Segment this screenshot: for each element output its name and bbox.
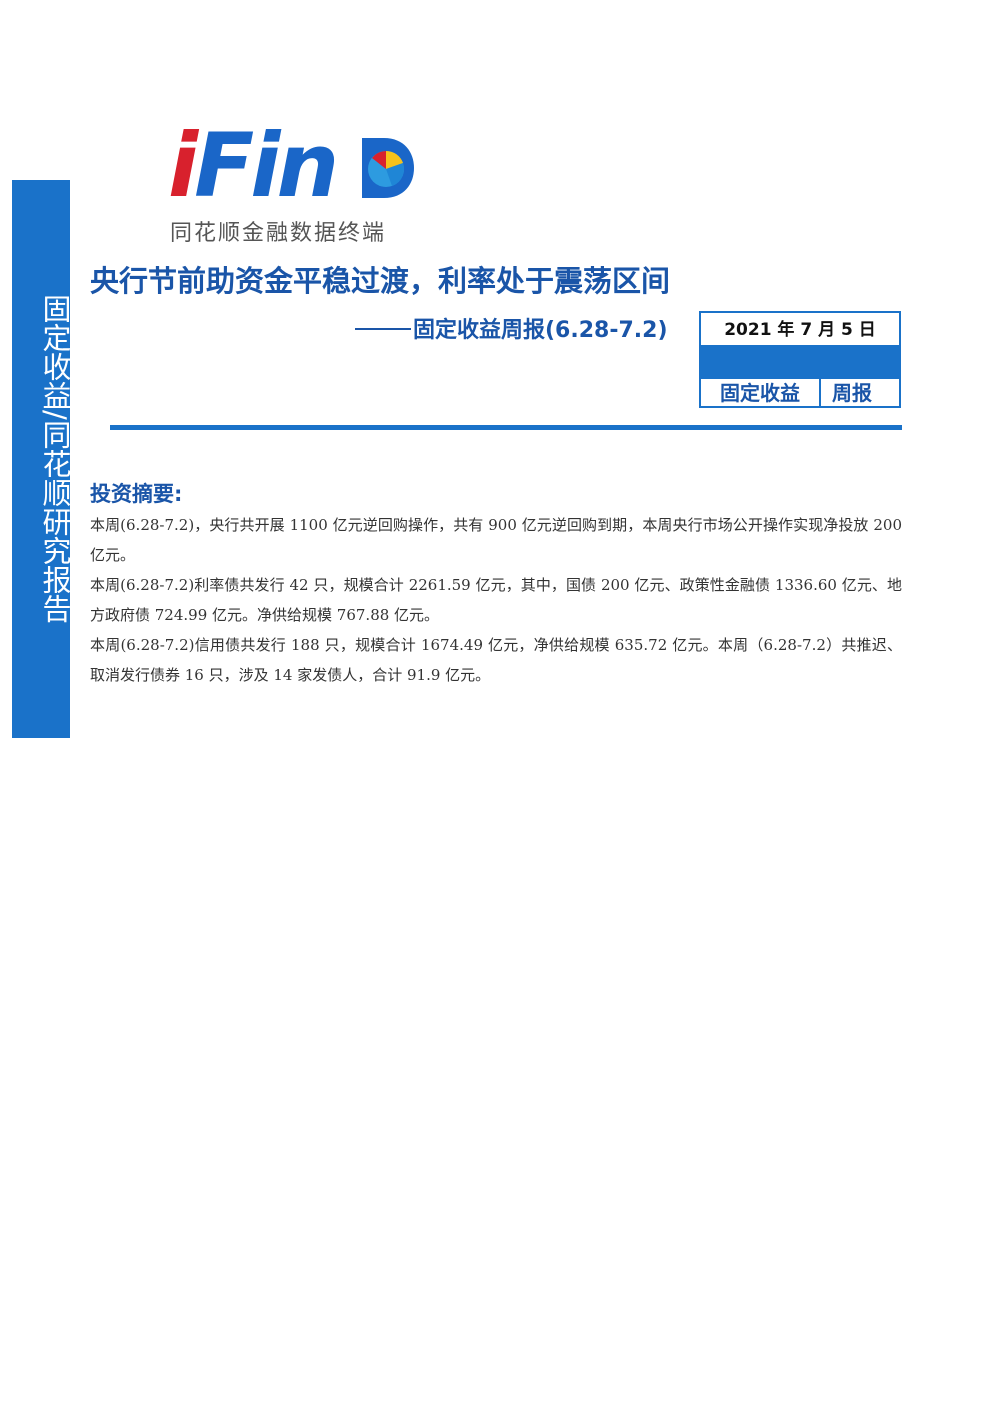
sidebar-label: 固定收益/同花顺研究报告 (38, 293, 72, 623)
report-date: 2021 年 7 月 5 日 (724, 320, 876, 340)
summary-paragraph: 本周(6.28-7.2)利率债共发行 42 只，规模合计 2261.59 亿元，… (90, 576, 902, 624)
logo-d-pie-icon (362, 138, 414, 198)
summary-paragraph: 本周(6.28-7.2)信用债共发行 188 只，规模合计 1674.49 亿元… (90, 636, 902, 684)
subtitle-dash (355, 328, 411, 330)
logo-subtitle: 同花顺金融数据终端 (170, 221, 387, 246)
summary-heading: 投资摘要: (90, 482, 183, 506)
ifind-logo: iFin 同花顺金融数据终端 (168, 120, 418, 246)
logo-wordmark: iFin (168, 120, 339, 212)
subtitle-text: 固定收益周报(6.28-7.2) (413, 318, 668, 343)
summary-body: 本周(6.28-7.2)，央行共开展 1100 亿元逆回购操作，共有 900 亿… (90, 510, 902, 690)
logo-letter-i: i (168, 114, 198, 217)
report-type: 周报 (832, 381, 872, 405)
report-info-box: 2021 年 7 月 5 日 固定收益 周报 (699, 311, 901, 408)
report-subtitle: 固定收益周报(6.28-7.2) (355, 312, 668, 344)
logo-letters-fin: Fin (194, 114, 339, 217)
report-category: 固定收益 (701, 379, 821, 406)
sidebar-band: 固定收益/同花顺研究报告 (12, 180, 72, 738)
header-divider (110, 425, 902, 430)
report-title: 央行节前助资金平稳过渡，利率处于震荡区间 (90, 264, 671, 298)
info-box-band (701, 345, 899, 379)
summary-paragraph: 本周(6.28-7.2)，央行共开展 1100 亿元逆回购操作，共有 900 亿… (90, 516, 902, 564)
